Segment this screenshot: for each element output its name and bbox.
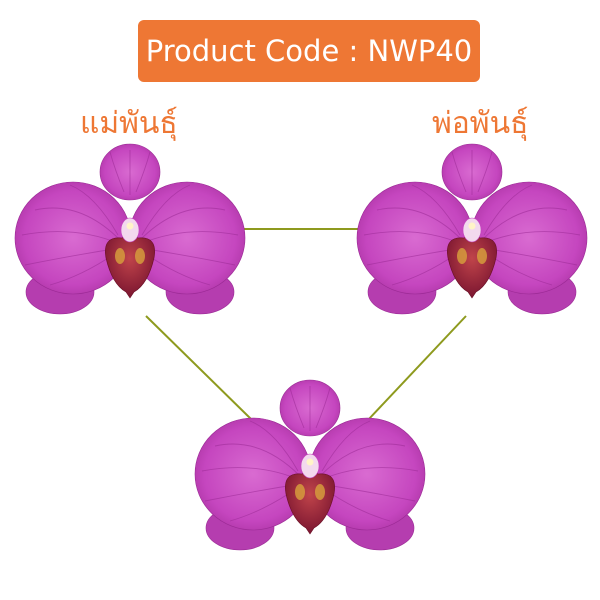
- father-label: พ่อพันธุ์: [432, 106, 529, 141]
- mother-orchid: [14, 143, 246, 315]
- product-code-text: Product Code : NWP40: [145, 34, 473, 68]
- product-code-badge: Product Code : NWP40: [138, 20, 480, 82]
- connector-mother-offspring: [145, 315, 253, 421]
- connector-father-offspring: [367, 315, 467, 421]
- father-orchid: [356, 143, 588, 315]
- mother-label: แม่พันธุ์: [80, 106, 178, 141]
- offspring-orchid: [194, 379, 426, 551]
